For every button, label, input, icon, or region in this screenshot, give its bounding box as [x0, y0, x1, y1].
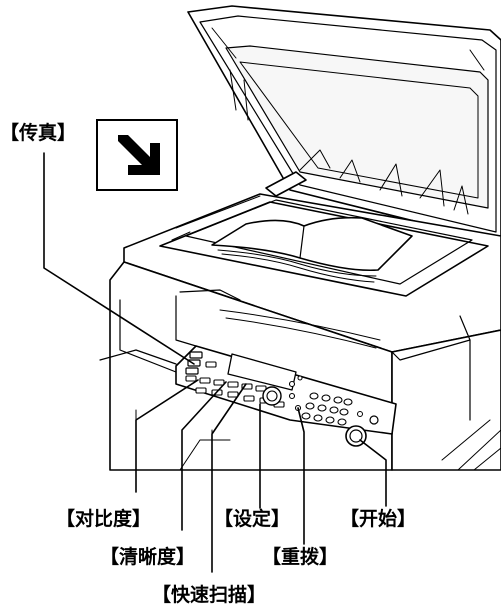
label-sharpness: 【清晰度】 — [100, 546, 196, 568]
lid-hinge — [265, 171, 307, 197]
label-contrast: 【对比度】 — [56, 508, 152, 530]
leader-contrast — [135, 379, 199, 493]
callout-box — [96, 119, 178, 191]
document-book — [211, 216, 413, 283]
label-set: 【设定】 — [214, 508, 291, 530]
label-redial: 【重拨】 — [262, 546, 339, 568]
label-quick-scan: 【快速扫描】 — [152, 584, 267, 606]
leader-sharpness — [181, 381, 227, 531]
leader-fax — [43, 152, 195, 365]
label-start: 【开始】 — [340, 508, 417, 530]
leader-start — [359, 439, 387, 507]
leader-quick-scan — [211, 383, 247, 573]
leader-lines — [43, 152, 387, 573]
leader-redial — [297, 407, 305, 545]
label-fax: 【传真】 — [0, 122, 77, 144]
scanner-lid — [187, 5, 501, 246]
down-right-arrow-icon — [118, 135, 160, 175]
